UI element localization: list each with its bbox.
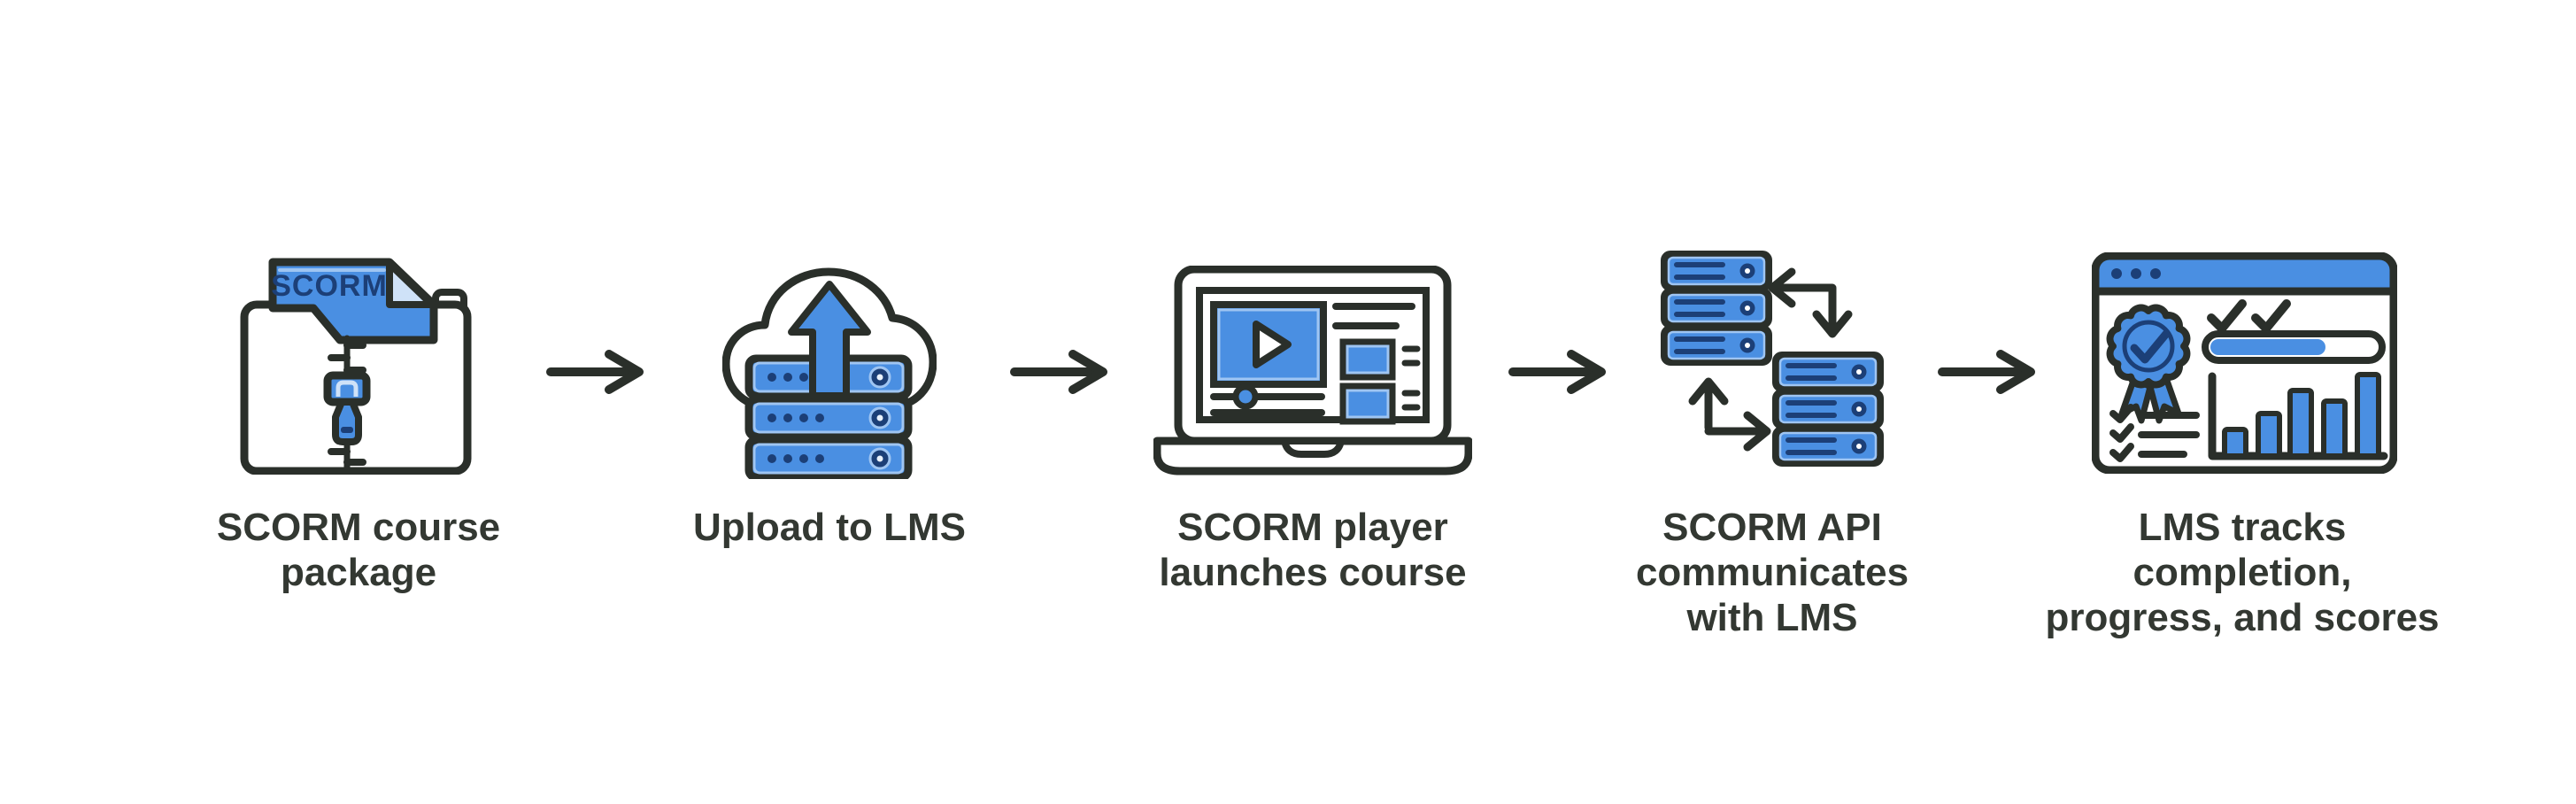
step-label-lms-tracks: LMS tracks completion, progress, and sco… <box>2045 506 2440 639</box>
flow-arrow-icon <box>546 350 644 394</box>
sync-arrows <box>1688 267 1853 452</box>
laptop-player-icon <box>1153 266 1472 475</box>
step-label-upload-to-lms: Upload to LMS <box>693 506 966 549</box>
step-label-scorm-course-package: SCORM course package <box>216 506 501 594</box>
cloud-upload-icon <box>722 267 937 479</box>
zip-folder-icon: SCORM <box>240 258 472 475</box>
checklist-icon <box>2109 404 2200 462</box>
server-sync-icon <box>1661 251 1884 467</box>
flow-arrow-icon <box>1010 350 1107 394</box>
step-label-scorm-player: SCORM player launches course <box>1159 506 1467 594</box>
bar-chart-icon <box>2208 372 2388 460</box>
flow-arrow-icon <box>1938 350 2035 394</box>
scorm-file-text: SCORM <box>271 269 388 303</box>
flow-arrow-icon <box>1508 350 1606 394</box>
lms-report-icon <box>2092 252 2397 474</box>
step-label-scorm-api: SCORM API communicates with LMS <box>1635 506 1909 639</box>
